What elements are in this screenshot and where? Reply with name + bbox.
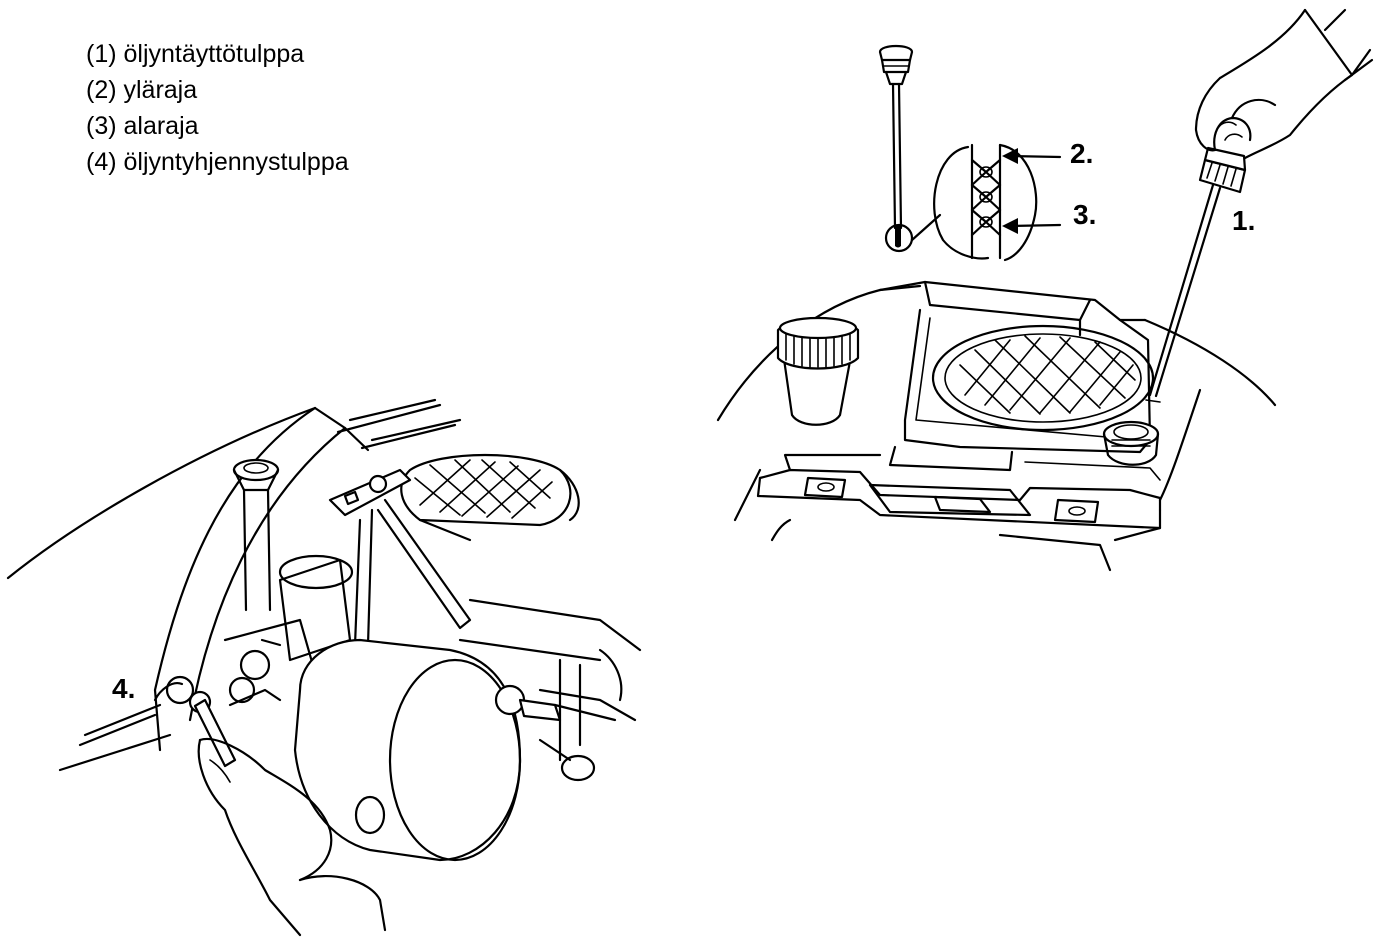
dipstick-detail bbox=[880, 46, 1060, 260]
callout-upper-mark: 2. bbox=[1070, 138, 1093, 169]
air-cleaner-grille bbox=[960, 336, 1135, 414]
drain-plug-illustration bbox=[8, 400, 640, 935]
callout-drain-plug: 4. bbox=[112, 673, 135, 704]
engine-top-illustration bbox=[718, 282, 1275, 570]
callout-lower-mark: 3. bbox=[1073, 199, 1096, 230]
callout-fill-plug: 1. bbox=[1232, 205, 1255, 236]
dipstick-with-hand bbox=[1146, 10, 1372, 402]
drain-side-grille bbox=[415, 460, 552, 518]
